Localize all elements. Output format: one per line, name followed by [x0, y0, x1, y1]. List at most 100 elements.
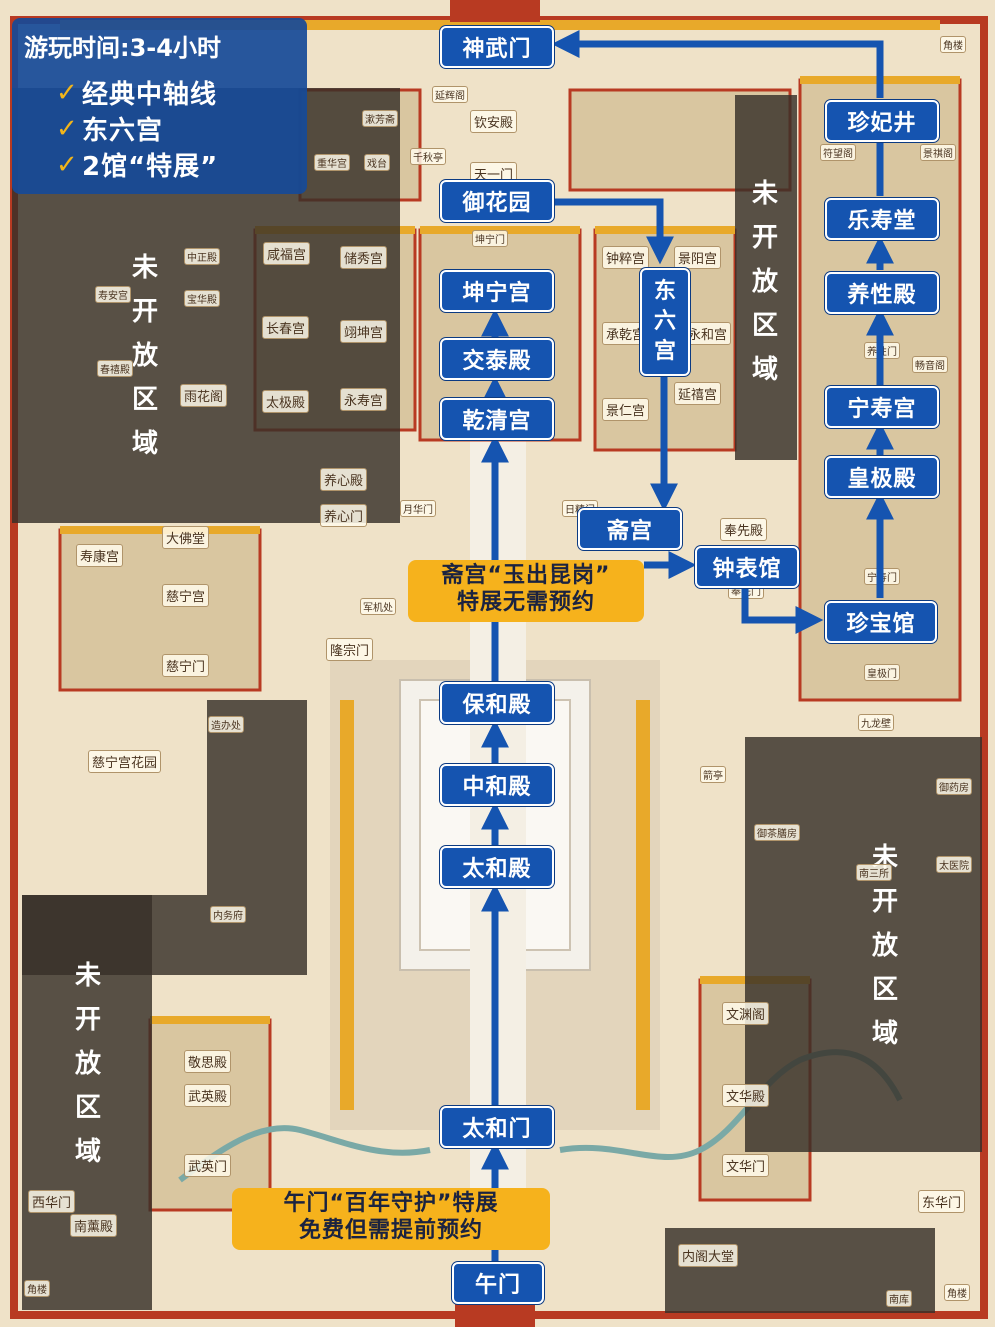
place-wenhuadian: 文华殿: [722, 1084, 770, 1107]
place-dafotang: 大佛堂: [162, 526, 210, 549]
check-icon: ✓: [56, 150, 78, 180]
node-zhonghedian[interactable]: 中和殿: [440, 764, 554, 806]
place-jiaolou-se: 角楼: [944, 1284, 970, 1301]
place-yanxigong: 延禧宫: [674, 382, 722, 405]
place-jiaolou-sw: 角楼: [24, 1280, 50, 1297]
place-zaobanchu: 造办处: [208, 716, 244, 733]
place-cinningmen: 慈宁门: [162, 654, 210, 677]
place-wenyuange: 文渊阁: [722, 1002, 770, 1025]
node-yuhuayuan[interactable]: 御花园: [440, 180, 554, 222]
place-chuxiugong: 储秀宫: [340, 246, 388, 269]
visit-info-box: 游玩时间:3-4小时 ✓ 经典中轴线 ✓ 东六宫 ✓ 2馆“特展”: [12, 18, 307, 194]
note-zhaigong-exhibition: 斋宫“玉出昆岗” 特展无需预约: [408, 560, 644, 622]
place-neigedatang: 内阁大堂: [678, 1244, 739, 1267]
place-changyinge: 畅音阁: [912, 356, 948, 373]
note-wumen-line2: 免费但需提前预约: [298, 1218, 483, 1243]
place-neiwufu: 内务府: [210, 906, 246, 923]
node-zhenbaoguan[interactable]: 珍宝馆: [825, 601, 937, 643]
node-huangjidian[interactable]: 皇极殿: [825, 456, 939, 498]
node-yangxingdian[interactable]: 养性殿: [825, 272, 939, 314]
note-wumen-exhibition: 午门“百年守护”特展 免费但需提前预约: [232, 1188, 550, 1250]
place-xihuamen: 西华门: [28, 1190, 76, 1213]
place-yonghegong: 永和宫: [684, 322, 732, 345]
node-qianqinggong[interactable]: 乾清宫: [440, 398, 554, 440]
place-taijidian: 太极殿: [262, 390, 310, 413]
place-ningshoumen: 宁寿门: [864, 568, 900, 585]
node-kunninggong[interactable]: 坤宁宫: [440, 270, 554, 312]
node-shenwumen[interactable]: 神武门: [440, 26, 554, 68]
place-shoukanggong: 寿康宫: [76, 544, 124, 567]
node-dongliugong-char-3: 宫: [653, 339, 676, 364]
info-item-two-exhibitions: 2馆“特展”: [82, 152, 219, 182]
place-zhongcuigong: 钟粹宫: [602, 246, 650, 269]
place-futingzhai: 符望阁: [820, 144, 856, 161]
note-zhaigong-line2: 特展无需预约: [456, 590, 595, 615]
place-jingyanggong: 景阳宫: [674, 246, 722, 269]
place-nanxundian: 南薰殿: [70, 1214, 118, 1237]
closed-label-southwest: 未开放区域: [74, 961, 101, 1167]
info-item-east-six-palaces: 东六宫: [82, 116, 164, 146]
node-taihemen[interactable]: 太和门: [440, 1106, 554, 1148]
place-yuchashanfang: 御茶膳房: [754, 824, 800, 841]
place-wenhuamen: 文华门: [722, 1154, 770, 1177]
place-yuexingmen: 月华门: [400, 500, 436, 517]
place-nanku: 南库: [886, 1290, 912, 1307]
node-leshoutang[interactable]: 乐寿堂: [825, 198, 939, 240]
place-fengxiandian: 奉先殿: [720, 518, 768, 541]
node-wumen[interactable]: 午门: [452, 1262, 544, 1304]
place-yangxinmen: 养心门: [320, 504, 368, 527]
node-zhongbiaoguan[interactable]: 钟表馆: [695, 546, 799, 588]
place-jingrengong: 景仁宫: [602, 398, 650, 421]
place-yanhuilou: 延辉阁: [432, 86, 468, 103]
place-taiyiyuan: 太医院: [936, 856, 972, 873]
closed-area-southwest-strip: [22, 895, 307, 975]
closed-label-northwest: 未开放区域: [131, 253, 158, 459]
closed-label-north-east: 未开放区域: [751, 179, 778, 385]
place-chonghuagong: 重华宫: [314, 154, 350, 171]
node-baohedian[interactable]: 保和殿: [440, 682, 554, 724]
node-ningshougong[interactable]: 宁寿宫: [825, 386, 939, 428]
place-chunxidian: 春禧殿: [97, 360, 133, 377]
place-yangxingmen: 养性门: [864, 342, 900, 359]
place-cininggong: 慈宁宫: [162, 584, 210, 607]
node-zhenfeijing[interactable]: 珍妃井: [825, 100, 939, 142]
place-qianqiuting: 千秋亭: [410, 148, 446, 165]
closed-label-east: 未开放区域: [871, 843, 898, 1049]
place-chengqiangong: 承乾宫: [602, 322, 650, 345]
node-taihedian[interactable]: 太和殿: [440, 846, 554, 888]
node-zhaigong[interactable]: 斋宫: [578, 508, 682, 550]
place-changchungong: 长春宫: [262, 316, 310, 339]
place-yangxindian: 养心殿: [320, 468, 368, 491]
place-yongshougong: 永寿宫: [340, 388, 388, 411]
node-dongliugong[interactable]: 东 六 宫: [640, 268, 690, 376]
place-zhongzhengdian: 中正殿: [184, 248, 220, 265]
node-dongliugong-char-1: 东: [653, 279, 676, 304]
check-icon: ✓: [56, 114, 78, 144]
place-shufangzhai: 漱芳斋: [362, 110, 398, 127]
place-xitai: 戏台: [364, 154, 390, 171]
place-longzongmen: 隆宗门: [326, 638, 374, 661]
place-jingsidian: 敬思殿: [184, 1050, 232, 1073]
place-kunningmen: 坤宁门: [472, 230, 508, 247]
note-wumen-line1: 午门“百年守护”特展: [283, 1191, 499, 1216]
place-wuyingmen: 武英门: [184, 1154, 232, 1177]
check-icon: ✓: [56, 78, 78, 108]
place-baohuadian: 宝华殿: [184, 290, 220, 307]
node-jiaotaidian[interactable]: 交泰殿: [440, 338, 554, 380]
place-donghuamen: 东华门: [918, 1190, 966, 1213]
place-jiulongbi: 九龙壁: [858, 714, 894, 731]
note-zhaigong-line1: 斋宫“玉出昆岗”: [441, 563, 611, 588]
place-xianfugong: 咸福宫: [263, 242, 311, 265]
place-yuhuage: 雨花阁: [180, 384, 228, 407]
node-dongliugong-char-2: 六: [653, 309, 676, 334]
place-nansansuo: 南三所: [856, 864, 892, 881]
place-wuyingdian: 武英殿: [184, 1084, 232, 1107]
wumen-tower: [455, 1300, 535, 1327]
place-cininggonghuayuan: 慈宁宫花园: [88, 750, 162, 773]
shenwumen-tower: [450, 0, 540, 22]
closed-area-north-east-strip: [735, 95, 797, 460]
place-yikungong: 翊坤宫: [340, 320, 388, 343]
place-huangjimen: 皇极门: [864, 664, 900, 681]
place-yuyaofang: 御药房: [936, 778, 972, 795]
